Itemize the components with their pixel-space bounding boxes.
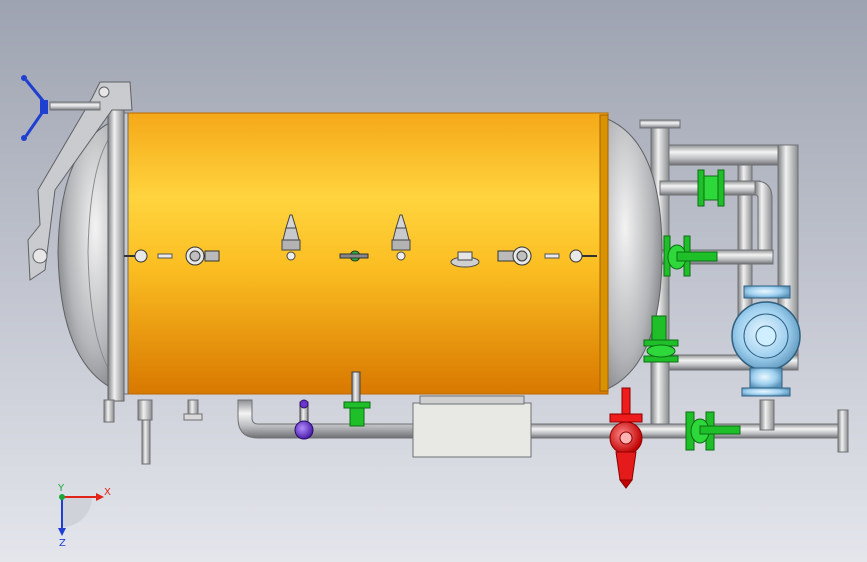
tank-instruments	[124, 214, 597, 268]
axis-y-label: Y	[57, 483, 65, 494]
upper-return-pipe	[659, 180, 773, 261]
green-circulation-valve-icon[interactable]	[663, 235, 718, 277]
green-sample-valve-icon[interactable]	[343, 371, 371, 427]
circulation-pump-icon[interactable]	[731, 285, 801, 397]
door-hinge-arm	[27, 81, 133, 281]
handwheel-icon[interactable]	[21, 75, 48, 141]
tank-right-head	[604, 117, 663, 391]
purple-drain-valve-icon[interactable]	[294, 399, 314, 440]
control-box	[412, 395, 532, 458]
red-inlet-valve-icon[interactable]	[609, 387, 643, 489]
axis-z-label: Z	[59, 538, 66, 549]
axis-x-label: X	[104, 487, 111, 498]
door-flange	[107, 105, 125, 402]
door-bottom-fittings	[103, 399, 203, 465]
green-outlet-valve-icon[interactable]	[685, 411, 741, 451]
axis-triad: X Y Z	[57, 483, 111, 549]
green-steam-valve-icon[interactable]	[697, 169, 725, 207]
green-vent-valve-icon[interactable]	[643, 315, 679, 363]
bottom-pipe-fitting	[759, 399, 775, 431]
